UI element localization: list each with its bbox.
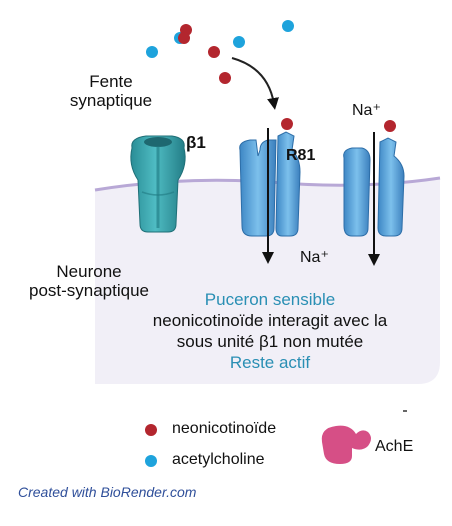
acetylcholine-molecule [282,20,294,32]
na-label-bottom: Na⁺ [300,249,329,266]
fente-label: Fente synaptique [46,72,176,110]
beta1-label: β1 [186,133,206,152]
na-label-top: Na⁺ [352,102,381,119]
legend-acetylcholine-dot [145,455,157,467]
caption-line2: neonicotinoïde interagit avec la [152,311,388,330]
r81-label: R81 [286,147,316,164]
ache-icon [321,425,371,464]
bound-neonicotinoid [281,118,293,130]
fente-line1: Fente [89,72,133,91]
ion-channel-r81 [239,131,301,237]
caption-line3: sous unité β1 non mutée [176,332,364,351]
credit-text: Created with BioRender.com [18,484,197,500]
caption-line4: Reste actif [229,353,311,372]
fente-line2: synaptique [69,91,153,110]
bound-neonicotinoid [384,120,396,132]
caption: Puceron sensible neonicotinoïde interagi… [118,289,422,373]
neonicotinoid-molecule [178,32,190,44]
neurone-label: Neurone post-synaptique [4,262,174,300]
neonicotinoid-molecule [208,46,220,58]
beta1-receptor [130,135,186,233]
ion-channel-2 [343,137,405,237]
legend-neonicotinoid-label: neonicotinoïde [172,420,277,437]
legend-ache-label: AchE [375,438,414,455]
acetylcholine-molecule [233,36,245,48]
acetylcholine-molecule [146,46,158,58]
caption-line1: Puceron sensible [204,290,336,309]
neonicotinoid-molecule [219,72,231,84]
legend-acetylcholine-label: acetylcholine [172,451,265,468]
neurone-line1: Neurone [56,262,122,281]
legend-neonicotinoid-dot [145,424,157,436]
neurone-line2: post-synaptique [28,281,150,300]
binding-arrow [231,57,279,110]
